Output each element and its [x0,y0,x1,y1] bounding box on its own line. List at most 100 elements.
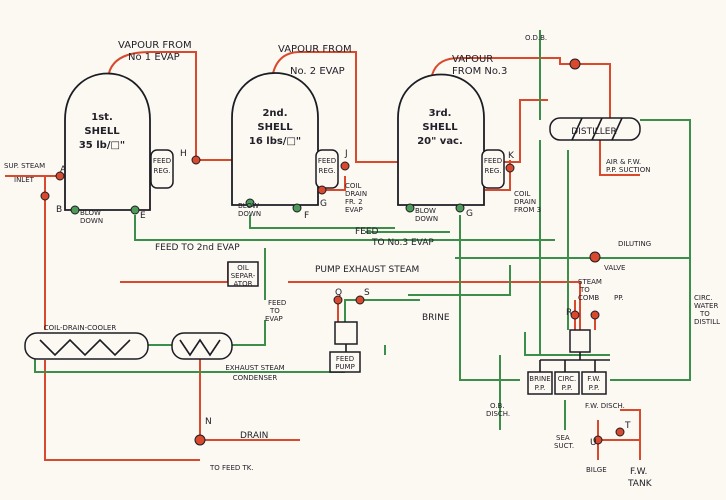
svg-text:TO FEED TK.: TO FEED TK. [209,464,254,472]
svg-text:G: G [466,209,473,219]
svg-text:VAPOUR: VAPOUR [452,54,493,65]
svg-text:DRAIN: DRAIN [514,198,536,206]
coil-drain-cooler: COIL-DRAIN-COOLER [24,324,149,360]
svg-text:Q: Q [335,288,342,298]
combination-pumps: BRINE P.P. CIRC. P.P. F.W. P.P. [527,329,610,395]
svg-text:BRINE: BRINE [422,313,450,323]
valve-e [130,205,140,215]
svg-text:COIL-DRAIN-COOLER: COIL-DRAIN-COOLER [44,324,117,332]
svg-text:N: N [205,417,212,427]
svg-text:ATOR: ATOR [234,280,253,288]
svg-text:F.W.: F.W. [630,467,647,477]
svg-text:DRAIN: DRAIN [345,190,367,198]
svg-text:TO: TO [579,286,590,294]
shell-pressure: 35 lb/□" [79,140,125,151]
svg-text:WATER: WATER [694,302,718,310]
svg-text:FR. 2: FR. 2 [345,198,363,206]
svg-text:DOWN: DOWN [415,215,438,223]
valve-u [593,435,603,445]
feed-pump: FEED PUMP [329,321,361,373]
shell-pressure: 20" vac. [417,136,463,147]
svg-text:DISTILL: DISTILL [694,318,720,326]
shell-title: 3rd. [429,108,452,119]
svg-text:EXHAUST STEAM: EXHAUST STEAM [225,364,284,372]
valve-diluting [589,251,601,263]
svg-text:SEPAR-: SEPAR- [231,272,256,280]
svg-text:BLOW: BLOW [415,207,436,215]
svg-text:F.W. DISCH.: F.W. DISCH. [585,402,625,410]
svg-text:BLOW: BLOW [238,202,259,210]
svg-text:P.P.: P.P. [589,384,600,392]
svg-text:P.P.: P.P. [535,384,546,392]
svg-text:H: H [180,149,187,159]
svg-text:R: R [566,308,572,318]
svg-text:REG.: REG. [485,167,502,175]
svg-text:EVAP: EVAP [345,206,363,214]
svg-text:INLET: INLET [14,176,35,184]
valve-g [317,185,327,195]
valve-g-2 [455,203,465,213]
svg-text:DOWN: DOWN [238,210,261,218]
svg-text:DISCH.: DISCH. [486,410,510,418]
svg-text:FEED: FEED [336,355,354,363]
valve-h [191,155,201,165]
shell-label: SHELL [422,122,458,133]
svg-text:TANK: TANK [627,479,653,489]
svg-text:P.P. SUCTION: P.P. SUCTION [606,166,650,174]
svg-text:SUCT.: SUCT. [554,442,574,450]
svg-text:FROM No.3: FROM No.3 [452,66,507,77]
shell-title: 1st. [91,112,113,123]
svg-text:BLOW: BLOW [80,209,101,217]
svg-text:DOWN: DOWN [80,217,103,225]
svg-text:COIL: COIL [514,190,530,198]
distiller-label: DISTILLER [571,127,616,137]
valves [40,58,625,446]
valve-n [194,434,206,446]
svg-text:FEED: FEED [153,157,171,165]
valve-j [340,161,350,171]
valve-blowdown-1 [70,205,80,215]
svg-text:CONDENSER: CONDENSER [233,374,278,382]
svg-text:FEED: FEED [318,157,336,165]
feed-regulator-3: FEED REG. [481,149,505,189]
oil-separator: OIL SEPAR- ATOR [227,261,259,288]
svg-text:PUMP: PUMP [335,363,355,371]
first-shell: 1st. SHELL 35 lb/□" [64,72,151,211]
svg-text:VAPOUR FROM: VAPOUR FROM [278,44,352,55]
distiller: DISTILLER [549,117,641,141]
third-shell: 3rd. SHELL 20" vac. [397,73,485,206]
valve-b [40,191,50,201]
svg-text:F.W.: F.W. [587,375,600,383]
svg-text:SUP. STEAM: SUP. STEAM [4,162,45,170]
water-lines [34,30,691,430]
valve-f [292,203,302,213]
svg-text:FEED: FEED [355,227,379,237]
feed-regulator-2: FEED REG. [315,149,339,189]
diagram-labels: VAPOUR FROM No 1 EVAP VAPOUR FROM No. 2 … [4,34,720,489]
svg-text:REG.: REG. [154,167,171,175]
svg-text:FEED: FEED [268,299,286,307]
svg-text:No. 2 EVAP: No. 2 EVAP [290,66,345,77]
valve-s [355,295,365,305]
svg-text:O.B.: O.B. [490,402,504,410]
svg-text:TO: TO [699,310,710,318]
valve-t [615,427,625,437]
svg-text:BILGE: BILGE [586,466,607,474]
svg-text:P.P.: P.P. [562,384,573,392]
exhaust-steam-condenser: EXHAUST STEAM CONDENSER [171,332,285,382]
shell-pressure: 16 lbs/□" [249,136,301,147]
second-shell: 2nd. SHELL 16 lbs/□" [231,72,319,206]
svg-text:TO: TO [269,307,280,315]
svg-text:STEAM: STEAM [578,278,602,286]
svg-text:BRINE: BRINE [529,375,550,383]
svg-text:FEED TO 2nd EVAP: FEED TO 2nd EVAP [155,243,240,253]
svg-text:No 1 EVAP: No 1 EVAP [128,52,180,63]
svg-text:CIRC.: CIRC. [558,375,577,383]
valve-blowdown-3 [405,203,415,213]
svg-text:U: U [590,438,597,448]
svg-text:EVAP: EVAP [265,315,283,323]
svg-text:FEED: FEED [484,157,502,165]
svg-text:COMB: COMB [578,294,599,302]
svg-text:A: A [60,165,67,175]
